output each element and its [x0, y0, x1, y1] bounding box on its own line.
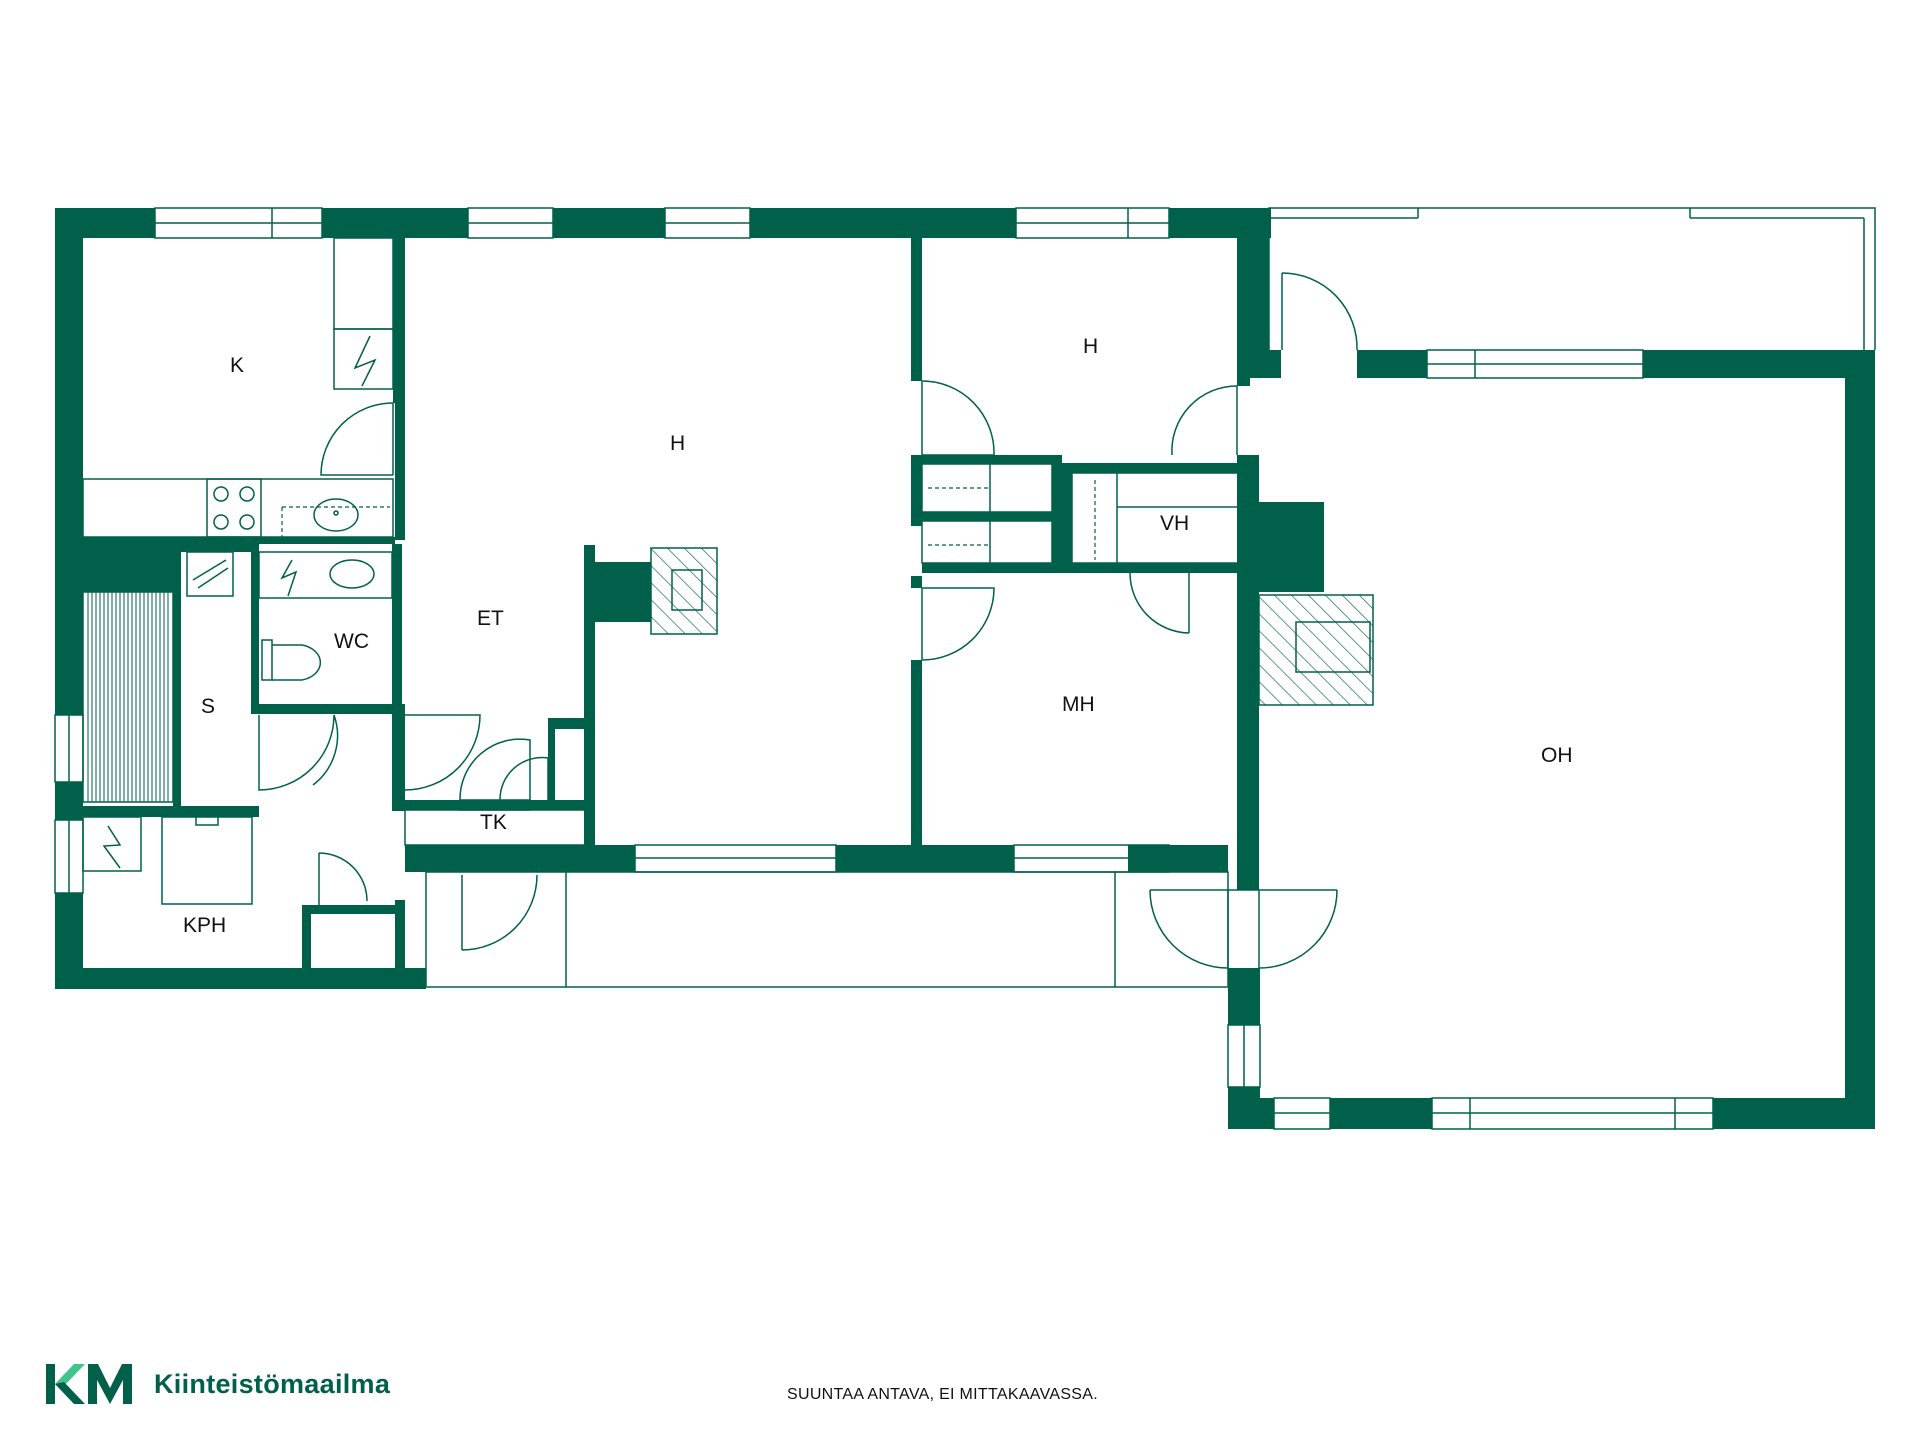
scale-disclaimer: SUUNTAA ANTAVA, EI MITTAKAAVASSA.	[787, 1386, 1099, 1403]
brand-name: Kiinteistömaailma	[154, 1368, 391, 1399]
room-label-h-living: H	[670, 432, 685, 455]
room-label-wc: WC	[334, 630, 369, 653]
terraces	[425, 207, 1876, 988]
room-label-kph: KPH	[183, 914, 226, 937]
km-logo-icon	[46, 1364, 132, 1404]
brand-logo: Kiinteistömaailma	[46, 1362, 390, 1406]
windows	[54, 207, 1714, 1130]
room-label-tk: TK	[480, 811, 507, 834]
room-label-oh: OH	[1541, 744, 1573, 767]
room-label-et: ET	[477, 607, 504, 630]
room-labels: K H H VH ET WC S MH OH TK KPH	[183, 335, 1573, 937]
fixtures	[82, 237, 1374, 905]
room-label-vh: VH	[1160, 512, 1189, 535]
room-label-h-bedroom: H	[1083, 335, 1098, 358]
room-label-s: S	[201, 695, 215, 718]
room-label-mh: MH	[1062, 693, 1095, 716]
walls	[55, 208, 1875, 1129]
room-label-k: K	[230, 354, 244, 377]
doors	[258, 272, 1358, 969]
